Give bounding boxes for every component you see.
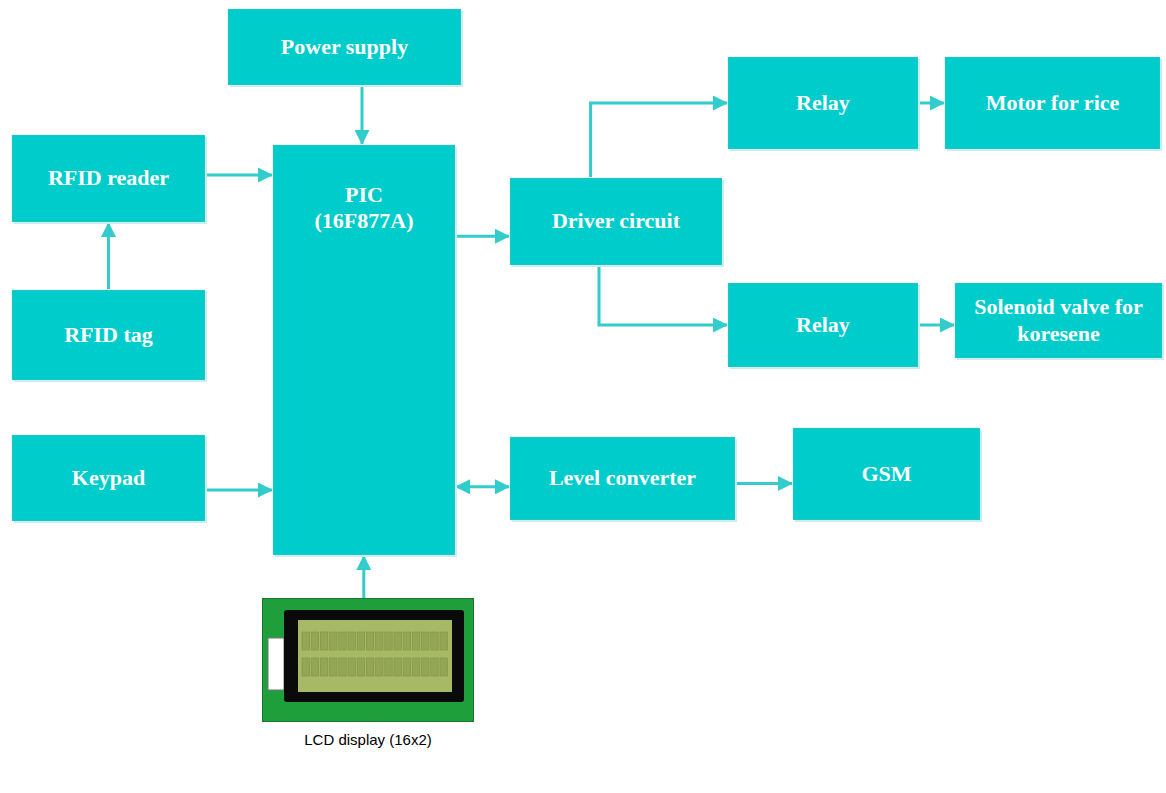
signal-arrow bbox=[455, 235, 510, 238]
signal-arrow bbox=[591, 103, 728, 178]
box-label: Relay bbox=[796, 312, 850, 338]
process-box: RFID tag bbox=[12, 290, 205, 380]
box-label: PIC (16F877A) bbox=[300, 182, 428, 235]
process-box: Keypad bbox=[12, 435, 205, 521]
lcd-illustration bbox=[262, 598, 474, 722]
process-box: RFID reader bbox=[12, 135, 205, 222]
box-label: Level converter bbox=[549, 465, 696, 491]
signal-arrow bbox=[362, 555, 365, 598]
signal-arrow bbox=[918, 324, 955, 327]
signal-arrow bbox=[918, 102, 945, 105]
box-label: Keypad bbox=[72, 465, 145, 491]
box-label: Solenoid valve for koresene bbox=[966, 294, 1151, 347]
box-label: GSM bbox=[861, 461, 911, 487]
process-box: Relay bbox=[728, 283, 918, 367]
controller-box: PIC (16F877A) bbox=[273, 145, 455, 555]
box-label: RFID reader bbox=[48, 165, 169, 191]
box-label: Power supply bbox=[281, 34, 408, 60]
process-box: Relay bbox=[728, 57, 918, 149]
component-caption: LCD display (16x2) bbox=[262, 731, 474, 748]
signal-arrow bbox=[361, 85, 364, 145]
signal-arrow bbox=[205, 174, 273, 177]
signal-arrow bbox=[205, 489, 273, 492]
process-box: Solenoid valve for koresene bbox=[955, 283, 1162, 358]
process-box: Driver circuit bbox=[510, 178, 722, 265]
box-label: Motor for rice bbox=[986, 90, 1120, 116]
process-box: GSM bbox=[793, 428, 980, 520]
process-box: Level converter bbox=[510, 437, 735, 520]
box-label: Relay bbox=[796, 90, 850, 116]
signal-arrow bbox=[599, 265, 728, 325]
signal-arrow bbox=[735, 482, 793, 485]
process-box: Motor for rice bbox=[945, 57, 1160, 149]
signal-arrow bbox=[107, 222, 110, 290]
signal-arrow bbox=[455, 485, 510, 488]
box-label: RFID tag bbox=[64, 322, 153, 348]
process-box: Power supply bbox=[228, 9, 461, 85]
box-label: Driver circuit bbox=[552, 208, 680, 234]
lcd-module: LCD display (16x2) bbox=[262, 598, 474, 750]
